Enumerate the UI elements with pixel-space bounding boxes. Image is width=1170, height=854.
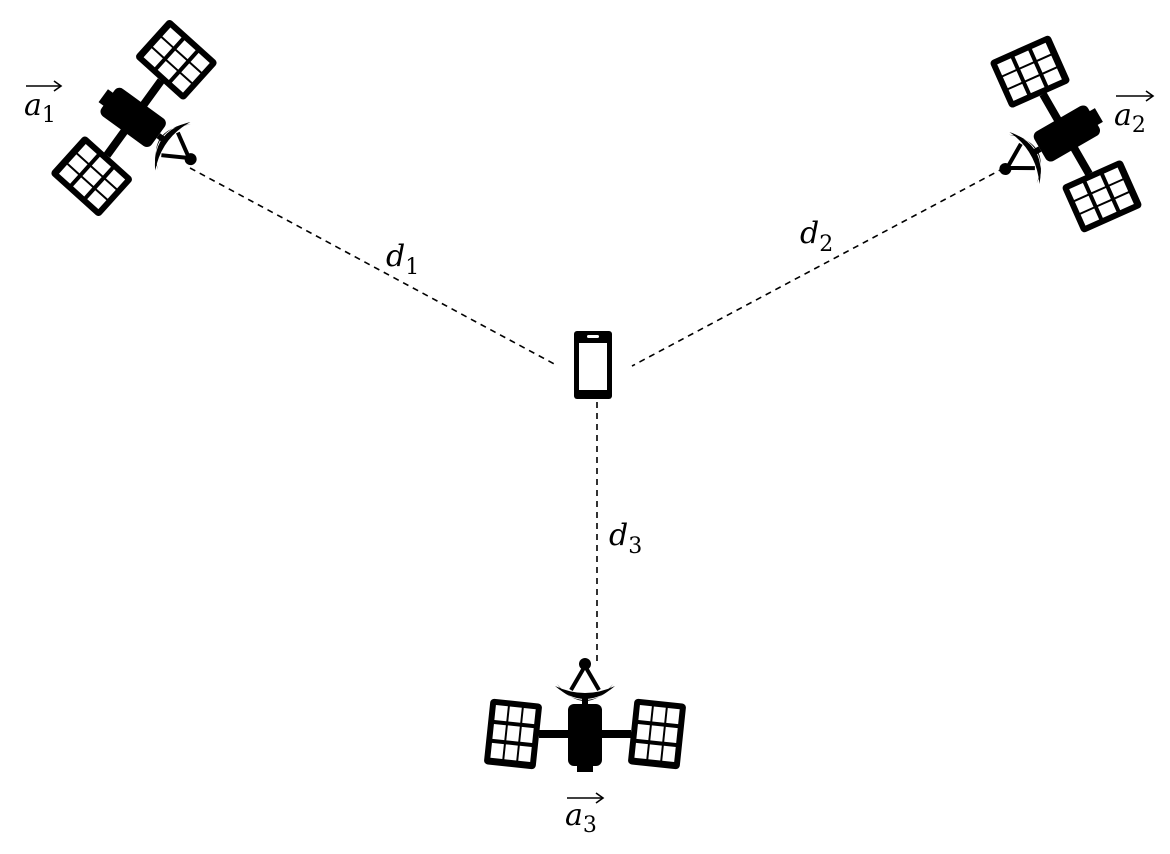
label-a1: a1 — [24, 80, 63, 128]
svg-text:d3: d3 — [609, 518, 642, 559]
satellite-1-icon — [44, 14, 255, 245]
satellite-3-icon — [484, 658, 687, 772]
label-d3: d3 — [609, 518, 642, 559]
link-d2 — [631, 167, 1005, 367]
smartphone-icon — [574, 331, 612, 399]
svg-text:a2: a2 — [1114, 98, 1146, 138]
label-d2: d2 — [800, 216, 833, 257]
svg-text:a1: a1 — [24, 88, 56, 128]
svg-text:a3: a3 — [565, 798, 597, 838]
label-a2: a2 — [1114, 90, 1155, 138]
svg-text:d1: d1 — [386, 239, 419, 280]
svg-text:d2: d2 — [800, 216, 833, 257]
link-d1 — [189, 167, 559, 367]
label-a3: a3 — [565, 792, 605, 838]
satellite-2-icon — [950, 27, 1150, 259]
label-d1: d1 — [386, 239, 419, 280]
